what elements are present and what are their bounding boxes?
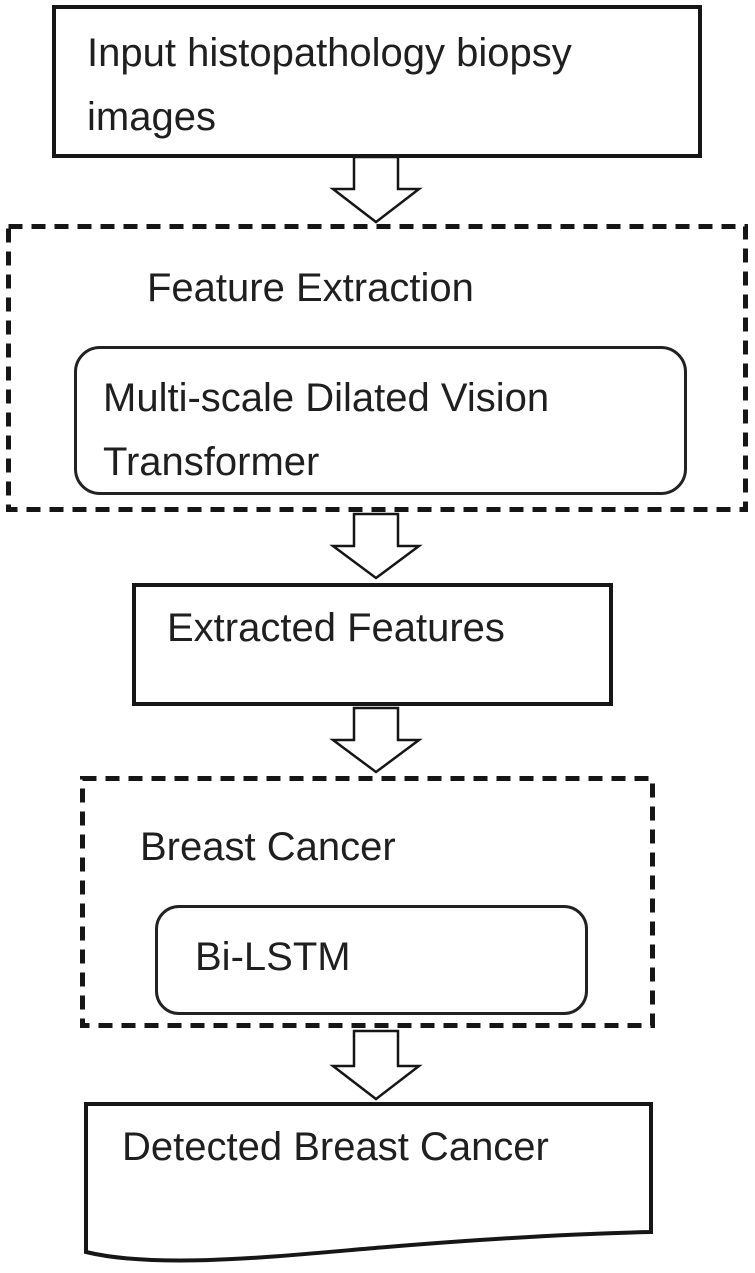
breast-cancer-label: Breast Cancer: [140, 825, 396, 869]
node-extracted-features: Extracted Features: [132, 583, 613, 706]
node-input-images-label-line2: images: [87, 95, 216, 139]
detected-document-shape: [84, 1102, 653, 1263]
detected-breast-cancer-label: Detected Breast Cancer: [122, 1125, 549, 1169]
down-arrow-3: [329, 706, 423, 774]
node-transformer: Multi-scale Dilated Vision Transformer: [74, 346, 687, 495]
feature-extraction-dashed-box: [6, 224, 748, 512]
node-input-images-label-line1: Input histopathology biopsy: [87, 31, 572, 75]
down-arrow-2: [329, 512, 423, 580]
down-arrow-4: [329, 1029, 423, 1101]
breast-cancer-dashed-box: [80, 776, 655, 1028]
node-bilstm: Bi-LSTM: [155, 905, 588, 1015]
node-transformer-label-line2: Transformer: [103, 440, 320, 484]
node-transformer-label-line1: Multi-scale Dilated Vision: [103, 376, 550, 420]
node-input-images: Input histopathology biopsy images: [52, 5, 702, 158]
feature-extraction-label: Feature Extraction: [147, 266, 474, 310]
node-bilstm-label: Bi-LSTM: [195, 935, 351, 979]
node-extracted-features-label: Extracted Features: [167, 606, 505, 650]
down-arrow-1: [329, 155, 423, 224]
